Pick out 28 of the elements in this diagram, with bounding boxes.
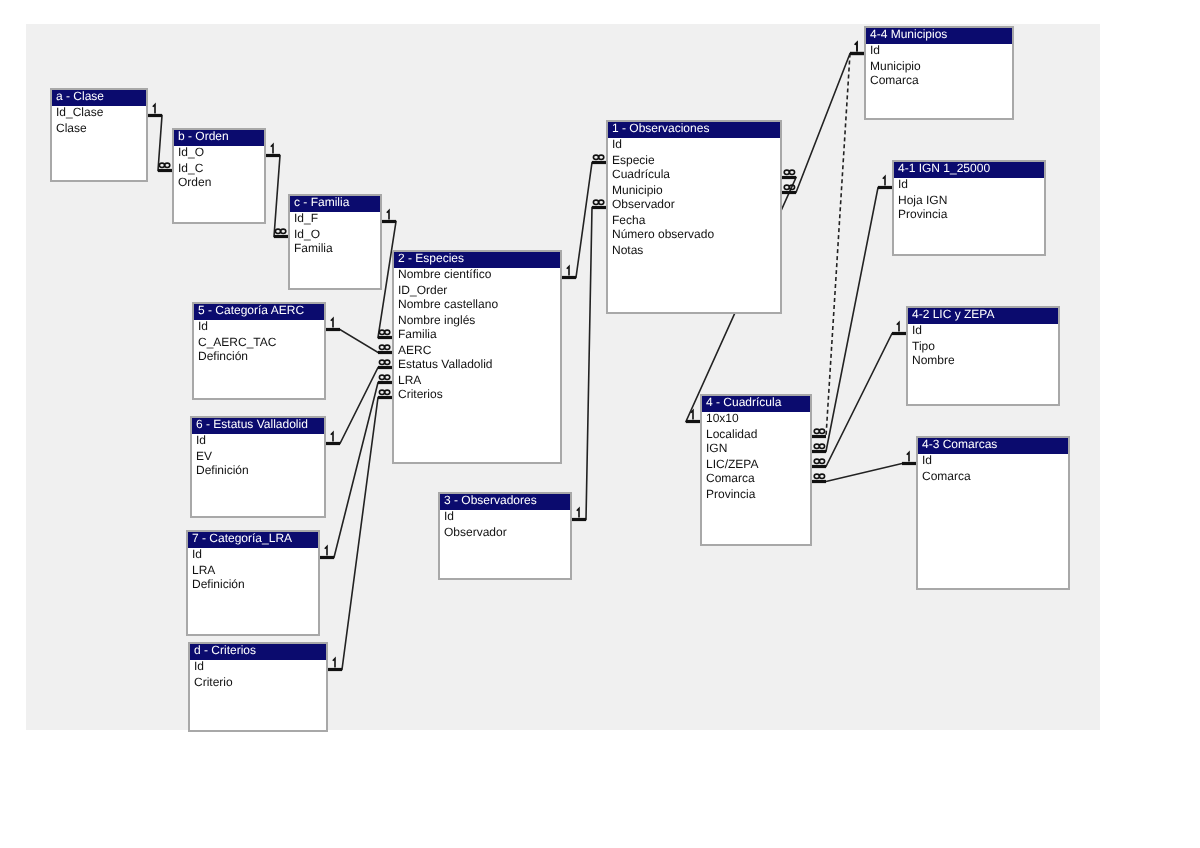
relationship-line [324,316,394,355]
relationship-line [146,102,174,173]
relationship-line [264,142,290,239]
table-box [438,492,572,580]
table-box [916,436,1070,590]
relationship-line [810,40,866,439]
relationship-line [326,388,394,672]
relationship-line [570,198,608,522]
table-box [606,120,782,314]
table-box [190,416,326,518]
relationship-line [324,358,394,446]
table-box [288,194,382,290]
table-box [906,306,1060,406]
table-box [188,642,328,732]
relationship-line [810,320,908,469]
relationship-line [810,450,918,484]
table-box [50,88,148,182]
relationship-line [560,153,608,280]
table-box [864,26,1014,120]
relationship-line [810,174,894,454]
table-box [892,160,1046,256]
table-box [700,394,812,546]
table-box [392,250,562,464]
relationship-line [318,373,394,560]
table-box [192,302,326,400]
relationship-line [376,208,398,340]
table-box [172,128,266,224]
table-box [186,530,320,636]
